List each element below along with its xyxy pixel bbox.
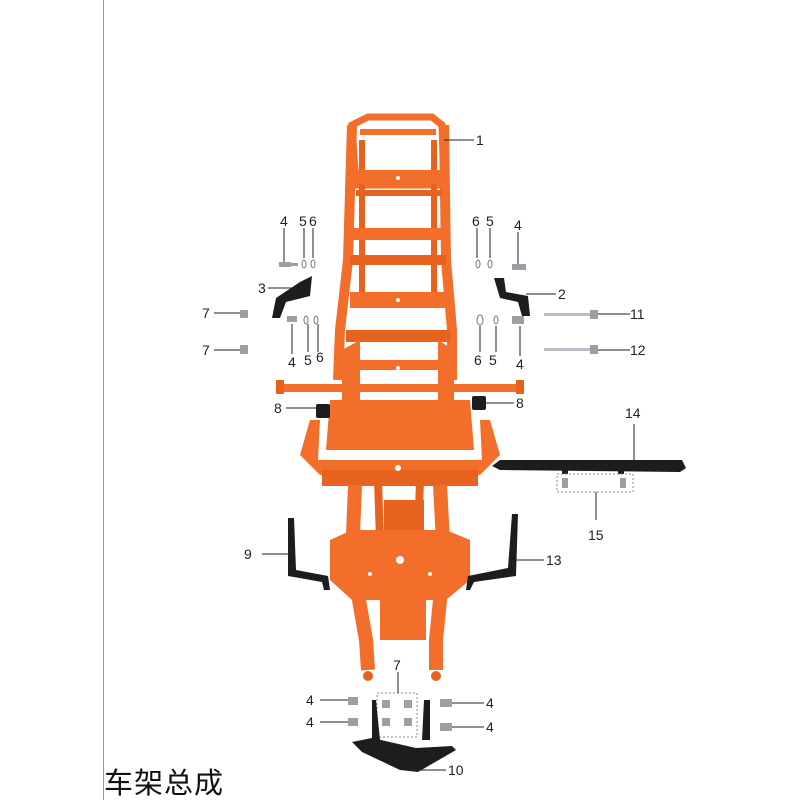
callout-1: 1 — [476, 132, 484, 148]
skid-guard-10 — [352, 700, 456, 772]
callout-3: 3 — [258, 280, 266, 296]
bolt-set-15 — [556, 473, 634, 493]
fastener-group-upper-left — [279, 259, 316, 269]
callout-4: 4 — [486, 695, 494, 711]
fastener-group-lower-left — [287, 315, 319, 325]
bushing-8-right — [472, 396, 486, 410]
callout-7: 7 — [202, 342, 210, 358]
fastener-group-lower-right — [476, 314, 524, 326]
callout-13: 13 — [546, 552, 562, 568]
callout-5: 5 — [299, 213, 307, 229]
bracket-right-2 — [494, 278, 530, 316]
callout-5: 5 — [486, 213, 494, 229]
callout-6: 6 — [472, 213, 480, 229]
callout-5: 5 — [489, 352, 497, 368]
callout-labels: 1 2 3 4 5 6 6 5 4 4 5 6 6 5 4 7 7 8 8 11… — [202, 132, 646, 778]
plate-7 — [376, 692, 418, 738]
callout-4: 4 — [486, 719, 494, 735]
callout-4: 4 — [306, 714, 314, 730]
callout-10: 10 — [448, 762, 464, 778]
nut-7-upper — [240, 310, 248, 318]
bracket-9 — [288, 518, 330, 590]
page-margin-line — [103, 0, 104, 800]
callout-7: 7 — [202, 305, 210, 321]
callout-11: 11 — [630, 306, 645, 322]
callout-5: 5 — [304, 352, 312, 368]
bracket-left-3 — [272, 276, 312, 318]
bar-14 — [492, 460, 686, 474]
callout-4: 4 — [516, 356, 524, 372]
nut-7-lower — [240, 345, 248, 354]
callout-2: 2 — [558, 286, 566, 302]
diagram-title: 车架总成 — [104, 766, 225, 800]
fastener-group-upper-right — [475, 259, 526, 270]
callout-6: 6 — [474, 352, 482, 368]
callout-4: 4 — [288, 354, 296, 370]
callout-12: 12 — [630, 342, 646, 358]
callout-4: 4 — [280, 213, 288, 229]
callout-4: 4 — [306, 692, 314, 708]
callout-7: 7 — [393, 657, 401, 673]
bracket-13 — [466, 514, 518, 590]
callout-6: 6 — [309, 213, 317, 229]
callout-14: 14 — [625, 405, 641, 421]
bolt-11 — [544, 310, 598, 319]
callout-15: 15 — [588, 527, 604, 543]
frame-main — [276, 113, 524, 681]
callout-8: 8 — [274, 400, 282, 416]
bushing-8-left — [316, 404, 330, 418]
leader-lines — [214, 139, 635, 771]
callout-4: 4 — [514, 217, 522, 233]
bolt-12 — [544, 345, 598, 354]
callout-9: 9 — [244, 546, 252, 562]
callout-6: 6 — [316, 349, 324, 365]
callout-8: 8 — [516, 395, 524, 411]
bolts-4-bottom — [348, 697, 452, 731]
